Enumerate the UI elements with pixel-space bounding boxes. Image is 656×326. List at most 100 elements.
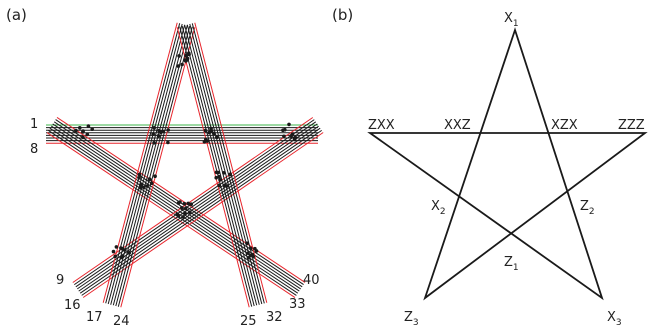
diagonal-bundle-line-25-32	[176, 27, 250, 308]
diagonal-bundle-line-17-24	[117, 26, 193, 307]
diagonal-bundle-line-9-16	[81, 129, 322, 296]
line-number-24: 24	[113, 314, 130, 326]
diagonal-bundle-line-9-16	[78, 125, 319, 292]
diagonal-bundle-line-25-32	[184, 25, 258, 306]
crossing-dot	[214, 170, 219, 175]
crossing-dot	[86, 124, 91, 128]
crossing-label-z1: Z1	[504, 255, 519, 273]
diagonal-bundle-line-33-40	[48, 129, 297, 296]
crossing-dot	[187, 52, 191, 57]
crossing-dot	[176, 214, 181, 218]
diagonal-bundle-line-17-24	[107, 23, 183, 305]
panel-a: (a) 1 8 9 16 17 24 25 32 33 40	[6, 6, 324, 326]
diagonal-bundle-line-25-32	[181, 25, 255, 307]
crossing-label-z2: Z2	[580, 199, 595, 217]
crossing-dot	[156, 134, 161, 138]
crossing-dot	[151, 132, 155, 136]
line-number-40: 40	[303, 273, 320, 288]
crossing-dot	[212, 131, 216, 136]
pentagram-outline	[367, 27, 648, 301]
crossing-dot	[189, 202, 193, 206]
diagonal-bundle-line-9-16	[79, 127, 321, 294]
crossing-dot	[139, 182, 144, 187]
vertex-label-x1: X1	[504, 11, 519, 29]
crossing-dot	[142, 185, 146, 190]
crossing-label-x2: X2	[431, 199, 446, 217]
crossing-dot	[137, 172, 142, 177]
crossing-dot	[203, 128, 208, 133]
line-number-32: 32	[266, 310, 283, 325]
crossing-dot	[287, 122, 291, 127]
crossing-dot	[282, 134, 286, 139]
panel-b-label: (b)	[332, 6, 353, 24]
crossing-dot	[281, 128, 285, 133]
crossing-dot	[202, 140, 207, 144]
crossing-dot	[114, 245, 119, 249]
crossing-dot	[127, 251, 132, 255]
crossing-markers	[74, 51, 298, 260]
line-number-1: 1	[30, 117, 38, 132]
crossing-dot	[181, 215, 185, 219]
crossing-dot	[183, 206, 188, 211]
crossing-dot	[293, 136, 298, 140]
vertex-label-x3: X3	[607, 310, 622, 326]
crossing-dot	[176, 64, 181, 68]
crossing-dot	[138, 186, 143, 190]
crossing-dot	[177, 54, 181, 58]
crossing-dot	[153, 174, 157, 178]
crossing-dot	[185, 58, 189, 62]
crossing-dot	[217, 174, 221, 179]
crossing-dot	[145, 184, 149, 188]
crossing-dot	[78, 126, 82, 130]
crossing-dot	[218, 178, 222, 182]
crossing-dot	[149, 181, 154, 185]
diagonal-bundle-line-33-40	[51, 125, 300, 292]
crossing-dot	[137, 176, 141, 180]
crossing-dot	[159, 130, 163, 135]
crossing-dot	[228, 172, 232, 177]
crossing-dot	[182, 201, 187, 206]
crossing-dot	[90, 127, 94, 131]
pentagram-line-bundles	[46, 22, 324, 308]
diagonal-bundle-line-17-24	[112, 25, 188, 306]
crossing-dot	[205, 139, 210, 143]
crossing-dot	[81, 135, 85, 140]
diagonal-bundle-line-9-16	[74, 119, 315, 286]
crossing-dot	[245, 241, 249, 245]
crossing-dot	[188, 210, 192, 214]
line-number-33: 33	[289, 297, 306, 312]
diagonal-bundle-line-17-24	[105, 23, 181, 304]
label-xzx: XZX	[551, 118, 578, 133]
crossing-dot	[250, 252, 255, 257]
crossing-dot	[180, 62, 184, 67]
crossing-dot	[166, 140, 170, 145]
label-zzz: ZZZ	[618, 118, 645, 133]
panel-a-label: (a)	[6, 6, 27, 24]
crossing-dot	[222, 171, 226, 175]
crossing-dot	[180, 206, 184, 210]
crossing-dot	[246, 251, 250, 255]
diagonal-bundle-line-17-24	[120, 27, 196, 308]
vertex-label-z3: Z3	[404, 310, 419, 326]
diagonal-bundle-line-33-40	[49, 127, 299, 294]
diagonal-bundle-line-9-16	[75, 121, 317, 288]
crossing-dot	[289, 134, 294, 138]
crossing-dot	[119, 255, 124, 260]
crossing-dot	[248, 246, 253, 251]
crossing-dot	[152, 126, 156, 130]
crossing-dot	[152, 141, 156, 145]
crossing-dot	[74, 128, 78, 133]
line-number-25: 25	[240, 314, 257, 326]
diagonal-bundle-line-17-24	[110, 24, 186, 305]
crossing-dot	[214, 135, 219, 140]
crossing-dot	[147, 177, 152, 182]
crossing-dot	[217, 183, 221, 188]
diagonal-bundle-line-33-40	[52, 123, 301, 290]
crossing-dot	[222, 183, 227, 188]
crossing-dot	[111, 249, 116, 254]
crossing-dot	[214, 175, 218, 180]
crossing-dot	[209, 126, 213, 131]
diagonal-bundle-line-9-16	[77, 123, 318, 290]
label-zxx: ZXX	[368, 118, 395, 133]
